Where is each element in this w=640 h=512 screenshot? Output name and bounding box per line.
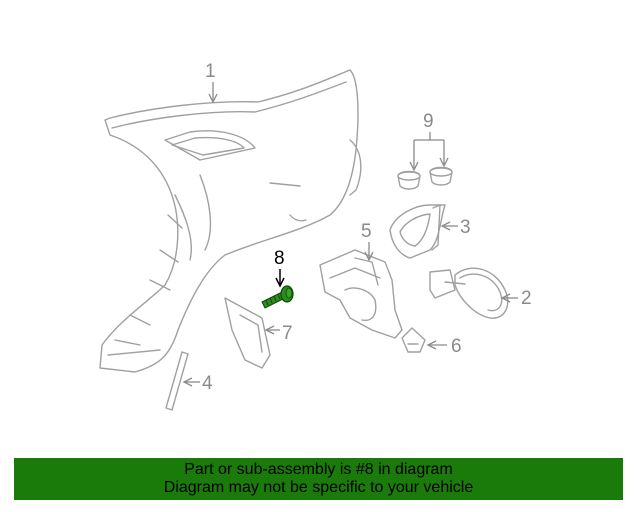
leader-8-arrow — [275, 277, 285, 288]
leader-4-arrow — [182, 377, 193, 387]
callout-4: 4 — [202, 373, 213, 394]
banner-line-2: Diagram may not be specific to your vehi… — [163, 479, 474, 496]
banner-line-1: Part or sub-assembly is #8 in diagram — [184, 461, 453, 478]
info-banner: Part or sub-assembly is #8 in diagram Di… — [14, 458, 623, 500]
leader-1-arrow — [208, 93, 218, 104]
molding-strip-part — [165, 351, 189, 411]
callout-1: 1 — [205, 61, 216, 82]
small-clip-part — [401, 327, 426, 353]
callout-7: 7 — [282, 323, 293, 344]
callout-9: 9 — [423, 111, 434, 132]
filler-housing-part — [319, 249, 403, 339]
callout-6: 6 — [451, 336, 462, 357]
callout-8: 8 — [274, 248, 285, 269]
clips-part — [397, 166, 453, 190]
leader-3-arrow — [440, 221, 451, 231]
leader-6-arrow — [426, 340, 437, 350]
callout-5: 5 — [361, 221, 372, 242]
fuel-door-part — [429, 267, 509, 319]
shield-part — [224, 297, 271, 369]
callout-3: 3 — [460, 217, 471, 238]
screw-part-highlighted[interactable] — [261, 285, 294, 309]
callout-2: 2 — [521, 288, 532, 309]
leader-2-arrow — [500, 293, 511, 303]
leader-7-arrow — [264, 325, 275, 335]
leader-9-arrows — [409, 157, 449, 172]
housing-bracket-part — [389, 204, 446, 259]
leader-9 — [413, 132, 445, 168]
quarter-panel-part — [99, 69, 362, 373]
parts-diagram: 1 9 3 5 2 6 — [99, 61, 532, 411]
leader-5-arrow — [364, 251, 374, 262]
